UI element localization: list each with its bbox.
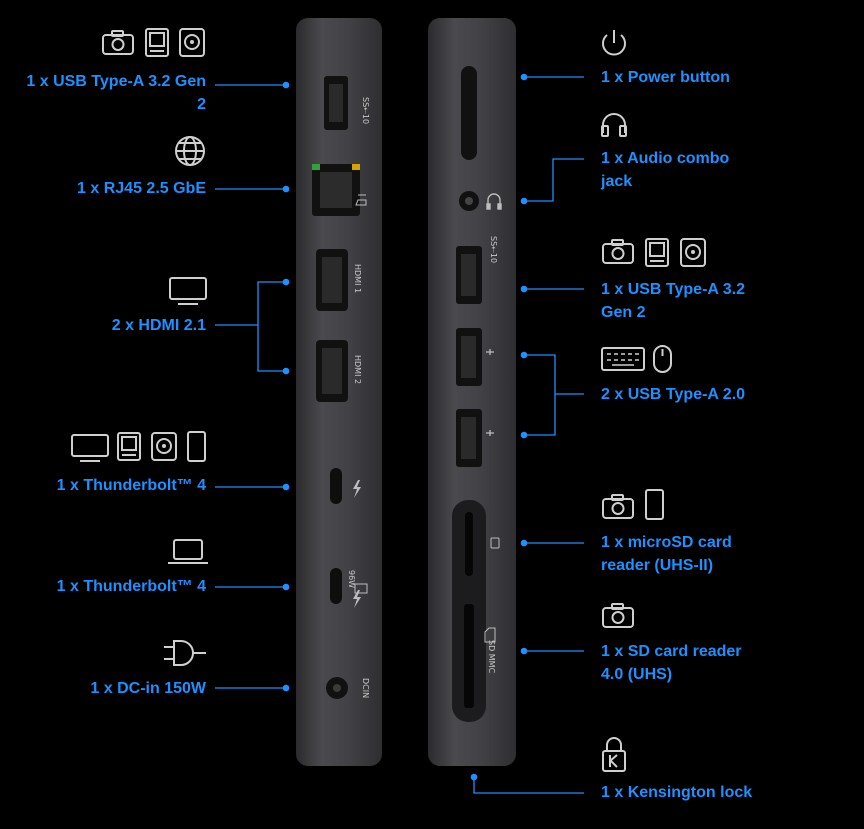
label-thunderbolt-b: 1 x Thunderbolt™ 4 <box>56 578 206 595</box>
port-hdmi-1 <box>316 249 348 311</box>
label-usb-a-32-front: 1 x USB Type-A 3.2 Gen 2 <box>601 281 746 321</box>
phone-icon <box>645 489 664 520</box>
label-dc-in: 1 x DC-in 150W <box>90 680 206 697</box>
label-rj45: 1 x RJ45 2.5 GbE <box>77 180 206 197</box>
label-hdmi: 2 x HDMI 2.1 <box>111 317 206 334</box>
storage-drive-icon <box>145 28 169 57</box>
right-connector-dots <box>470 73 528 781</box>
sd-mmc-marking: SD MMC <box>487 640 496 674</box>
port-dc-in <box>326 677 348 699</box>
port-thunderbolt-a <box>330 468 361 504</box>
usb-marking-rear: SS⇠10 <box>361 97 370 125</box>
label-audio-jack: 1 x Audio combo jack <box>601 150 730 190</box>
storage-drive-icon <box>117 432 141 461</box>
label-power-button: 1 x Power button <box>601 69 730 86</box>
microsd-marking-icon <box>490 537 500 549</box>
hard-disk-icon <box>179 28 205 57</box>
label-usb-a-20: 2 x USB Type-A 2.0 <box>601 386 746 403</box>
phone-icon <box>187 431 206 462</box>
monitor-icon <box>71 434 109 462</box>
port-rj45 <box>312 164 360 216</box>
hdmi-2-marking: HDMI 2 <box>353 355 362 385</box>
hard-disk-icon <box>680 238 706 267</box>
card-reader-slots <box>452 500 486 722</box>
camera-icon <box>602 494 634 519</box>
label-thunderbolt-a: 1 x Thunderbolt™ 4 <box>56 477 206 494</box>
sd-marking-icon <box>484 627 496 643</box>
dc-in-marking: DCIN <box>361 678 370 699</box>
label-usb-a-32-rear: 1 x USB Type-A 3.2 Gen 2 <box>26 73 206 113</box>
label-sd: 1 x SD card reader 4.0 (UHS) <box>601 643 742 683</box>
hard-disk-icon <box>151 432 177 461</box>
headset-marking-icon <box>486 193 502 210</box>
hdmi-1-marking: HDMI 1 <box>353 264 362 294</box>
kensington-lock-icon <box>602 737 626 772</box>
left-connector-dots <box>282 81 290 692</box>
camera-icon <box>602 603 634 628</box>
storage-drive-icon <box>645 238 669 267</box>
port-audio-jack <box>459 191 479 211</box>
port-usb-a-20-1 <box>456 328 482 386</box>
laptop-marking-icon <box>354 583 368 594</box>
camera-icon <box>602 239 634 264</box>
power-button <box>461 66 477 160</box>
port-usb-a-20-2 <box>456 409 482 467</box>
port-thunderbolt-b <box>330 568 361 608</box>
usb-symbol-icon <box>486 349 494 436</box>
keyboard-icon <box>601 347 645 371</box>
globe-icon <box>175 136 205 166</box>
port-usb-a-32-front <box>456 246 482 304</box>
usb-marking-front: SS⇠10 <box>489 236 498 264</box>
mouse-icon <box>653 345 672 373</box>
label-microsd: 1 x microSD card reader (UHS-II) <box>601 534 732 574</box>
tb-power-marking: 96W <box>347 570 356 589</box>
headphones-icon <box>601 113 627 137</box>
port-hdmi-2 <box>316 340 348 402</box>
camera-icon <box>102 30 134 55</box>
network-marking-icon <box>355 194 367 206</box>
right-connector-lines <box>473 76 584 794</box>
label-kensington: 1 x Kensington lock <box>601 784 753 801</box>
power-icon <box>602 30 626 56</box>
power-plug-icon <box>164 640 206 666</box>
monitor-icon <box>169 277 207 305</box>
left-connector-lines <box>215 84 286 689</box>
port-usb-a-32-rear <box>324 76 348 130</box>
laptop-icon <box>168 539 208 564</box>
